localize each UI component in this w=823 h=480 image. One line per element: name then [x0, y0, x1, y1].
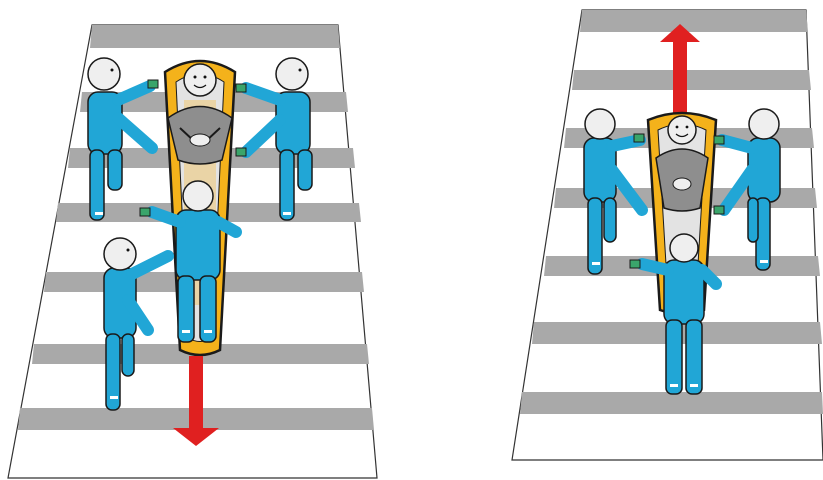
carry-up-illustration: [412, 0, 823, 480]
panel-carry-up: [412, 0, 823, 480]
panel-carry-down: [0, 0, 410, 480]
patient-head: [184, 64, 216, 96]
carry-down-illustration: [0, 0, 410, 480]
rescuer-head: [88, 58, 120, 90]
